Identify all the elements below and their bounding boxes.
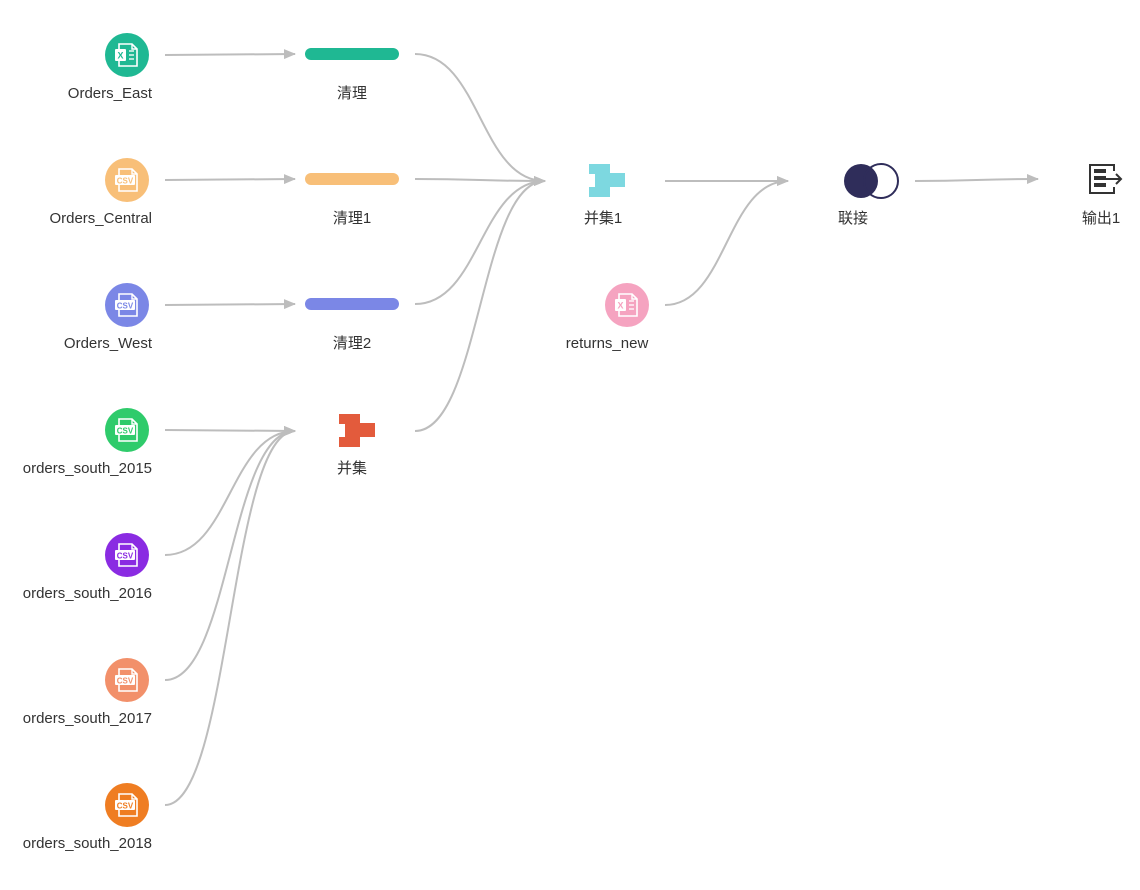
- node-clean2[interactable]: [305, 298, 399, 310]
- node-union[interactable]: [339, 414, 375, 447]
- union-icon: [589, 164, 625, 197]
- node-union1[interactable]: [589, 164, 625, 197]
- edge-orders_west-to-clean2[interactable]: [164, 299, 296, 310]
- node-clean[interactable]: [305, 48, 399, 60]
- label-orders-south-2016: orders_south_2016: [22, 585, 152, 602]
- join-icon: [844, 163, 899, 199]
- label-clean1: 清理1: [332, 210, 372, 227]
- csv-file-icon: CSV: [105, 533, 149, 577]
- node-clean1[interactable]: [305, 173, 399, 185]
- svg-text:CSV: CSV: [117, 802, 134, 811]
- label-orders-south-2018: orders_south_2018: [22, 835, 152, 852]
- label-join: 联接: [837, 210, 869, 227]
- label-orders-west: Orders_West: [63, 335, 152, 352]
- edge-orders_south_2016-to-union[interactable]: [164, 426, 296, 556]
- label-orders-central: Orders_Central: [49, 210, 152, 227]
- svg-text:X: X: [117, 51, 123, 61]
- edge-clean2-to-union1[interactable]: [414, 176, 546, 305]
- edge-union-to-union1[interactable]: [414, 176, 546, 432]
- nodes-layer: X CSV CSV CSV CSV CSV CSV X: [105, 33, 1123, 827]
- node-output1[interactable]: [1089, 164, 1123, 194]
- node-orders-south-2015[interactable]: CSV: [105, 408, 149, 452]
- csv-file-icon: CSV: [105, 658, 149, 702]
- edge-orders_east-to-clean[interactable]: [164, 49, 296, 60]
- union-icon: [339, 414, 375, 447]
- svg-text:CSV: CSV: [117, 302, 134, 311]
- output-icon: [1089, 164, 1123, 194]
- label-returns-new: returns_new: [565, 335, 649, 352]
- label-clean: 清理: [336, 85, 368, 102]
- label-orders-south-2017: orders_south_2017: [22, 710, 152, 727]
- node-orders-east[interactable]: X: [105, 33, 149, 77]
- excel-file-icon: X: [605, 283, 649, 327]
- edges-layer: [164, 49, 1039, 806]
- label-union1: 并集1: [583, 210, 623, 227]
- node-returns-new[interactable]: X: [605, 283, 649, 327]
- svg-text:CSV: CSV: [117, 177, 134, 186]
- edge-returns_new-to-join[interactable]: [664, 176, 789, 306]
- edge-orders_south_2017-to-union[interactable]: [164, 426, 296, 681]
- node-orders-south-2018[interactable]: CSV: [105, 783, 149, 827]
- node-orders-central[interactable]: CSV: [105, 158, 149, 202]
- label-union: 并集: [336, 460, 368, 477]
- node-join[interactable]: [844, 163, 899, 199]
- csv-file-icon: CSV: [105, 283, 149, 327]
- svg-text:CSV: CSV: [117, 552, 134, 561]
- label-orders-east: Orders_East: [67, 85, 152, 102]
- excel-file-icon: X: [105, 33, 149, 77]
- node-orders-west[interactable]: CSV: [105, 283, 149, 327]
- label-output1: 输出1: [1081, 210, 1121, 227]
- edge-orders_south_2018-to-union[interactable]: [164, 426, 296, 806]
- csv-file-icon: CSV: [105, 408, 149, 452]
- clean-step-icon: [305, 48, 399, 60]
- csv-file-icon: CSV: [105, 783, 149, 827]
- edge-join-to-output1[interactable]: [914, 174, 1039, 185]
- svg-text:CSV: CSV: [117, 677, 134, 686]
- node-orders-south-2016[interactable]: CSV: [105, 533, 149, 577]
- label-orders-south-2015: orders_south_2015: [22, 460, 152, 477]
- node-orders-south-2017[interactable]: CSV: [105, 658, 149, 702]
- svg-text:X: X: [617, 301, 623, 311]
- clean-step-icon: [305, 298, 399, 310]
- csv-file-icon: CSV: [105, 158, 149, 202]
- svg-text:CSV: CSV: [117, 427, 134, 436]
- edge-clean1-to-union1[interactable]: [414, 175, 546, 186]
- edge-clean-to-union1[interactable]: [414, 53, 546, 186]
- label-clean2: 清理2: [332, 335, 372, 352]
- edge-orders_central-to-clean1[interactable]: [164, 174, 296, 185]
- clean-step-icon: [305, 173, 399, 185]
- edge-orders_south_2015-to-union[interactable]: [164, 425, 296, 436]
